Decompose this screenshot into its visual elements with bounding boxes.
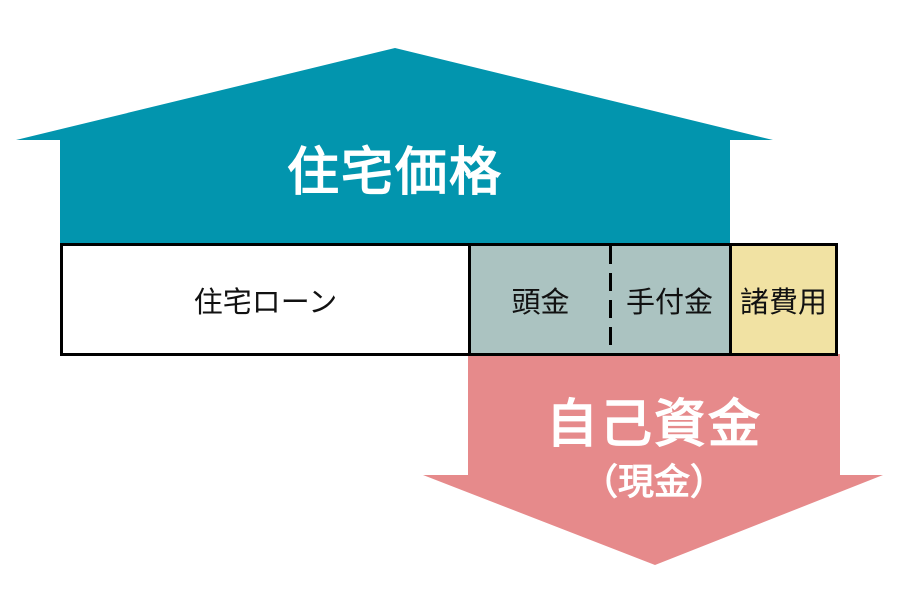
segment-housing-loan: 住宅ローン [63,246,471,353]
cost-breakdown-bar: 住宅ローン 頭金 手付金 諸費用 [60,243,838,356]
house-price-up-arrow-shape [16,48,773,246]
own-funds-sublabel: （現金） [581,462,726,502]
own-funds-label: 自己資金 [545,396,762,454]
house-price-label: 住宅価格 [286,144,503,202]
own-funds-down-arrow-shape [423,354,883,565]
segment-earnest-money: 手付金 [610,246,732,353]
segment-down-payment: 頭金 [471,246,610,353]
segment-misc-costs: 諸費用 [732,246,835,353]
dashed-divider [609,246,612,353]
